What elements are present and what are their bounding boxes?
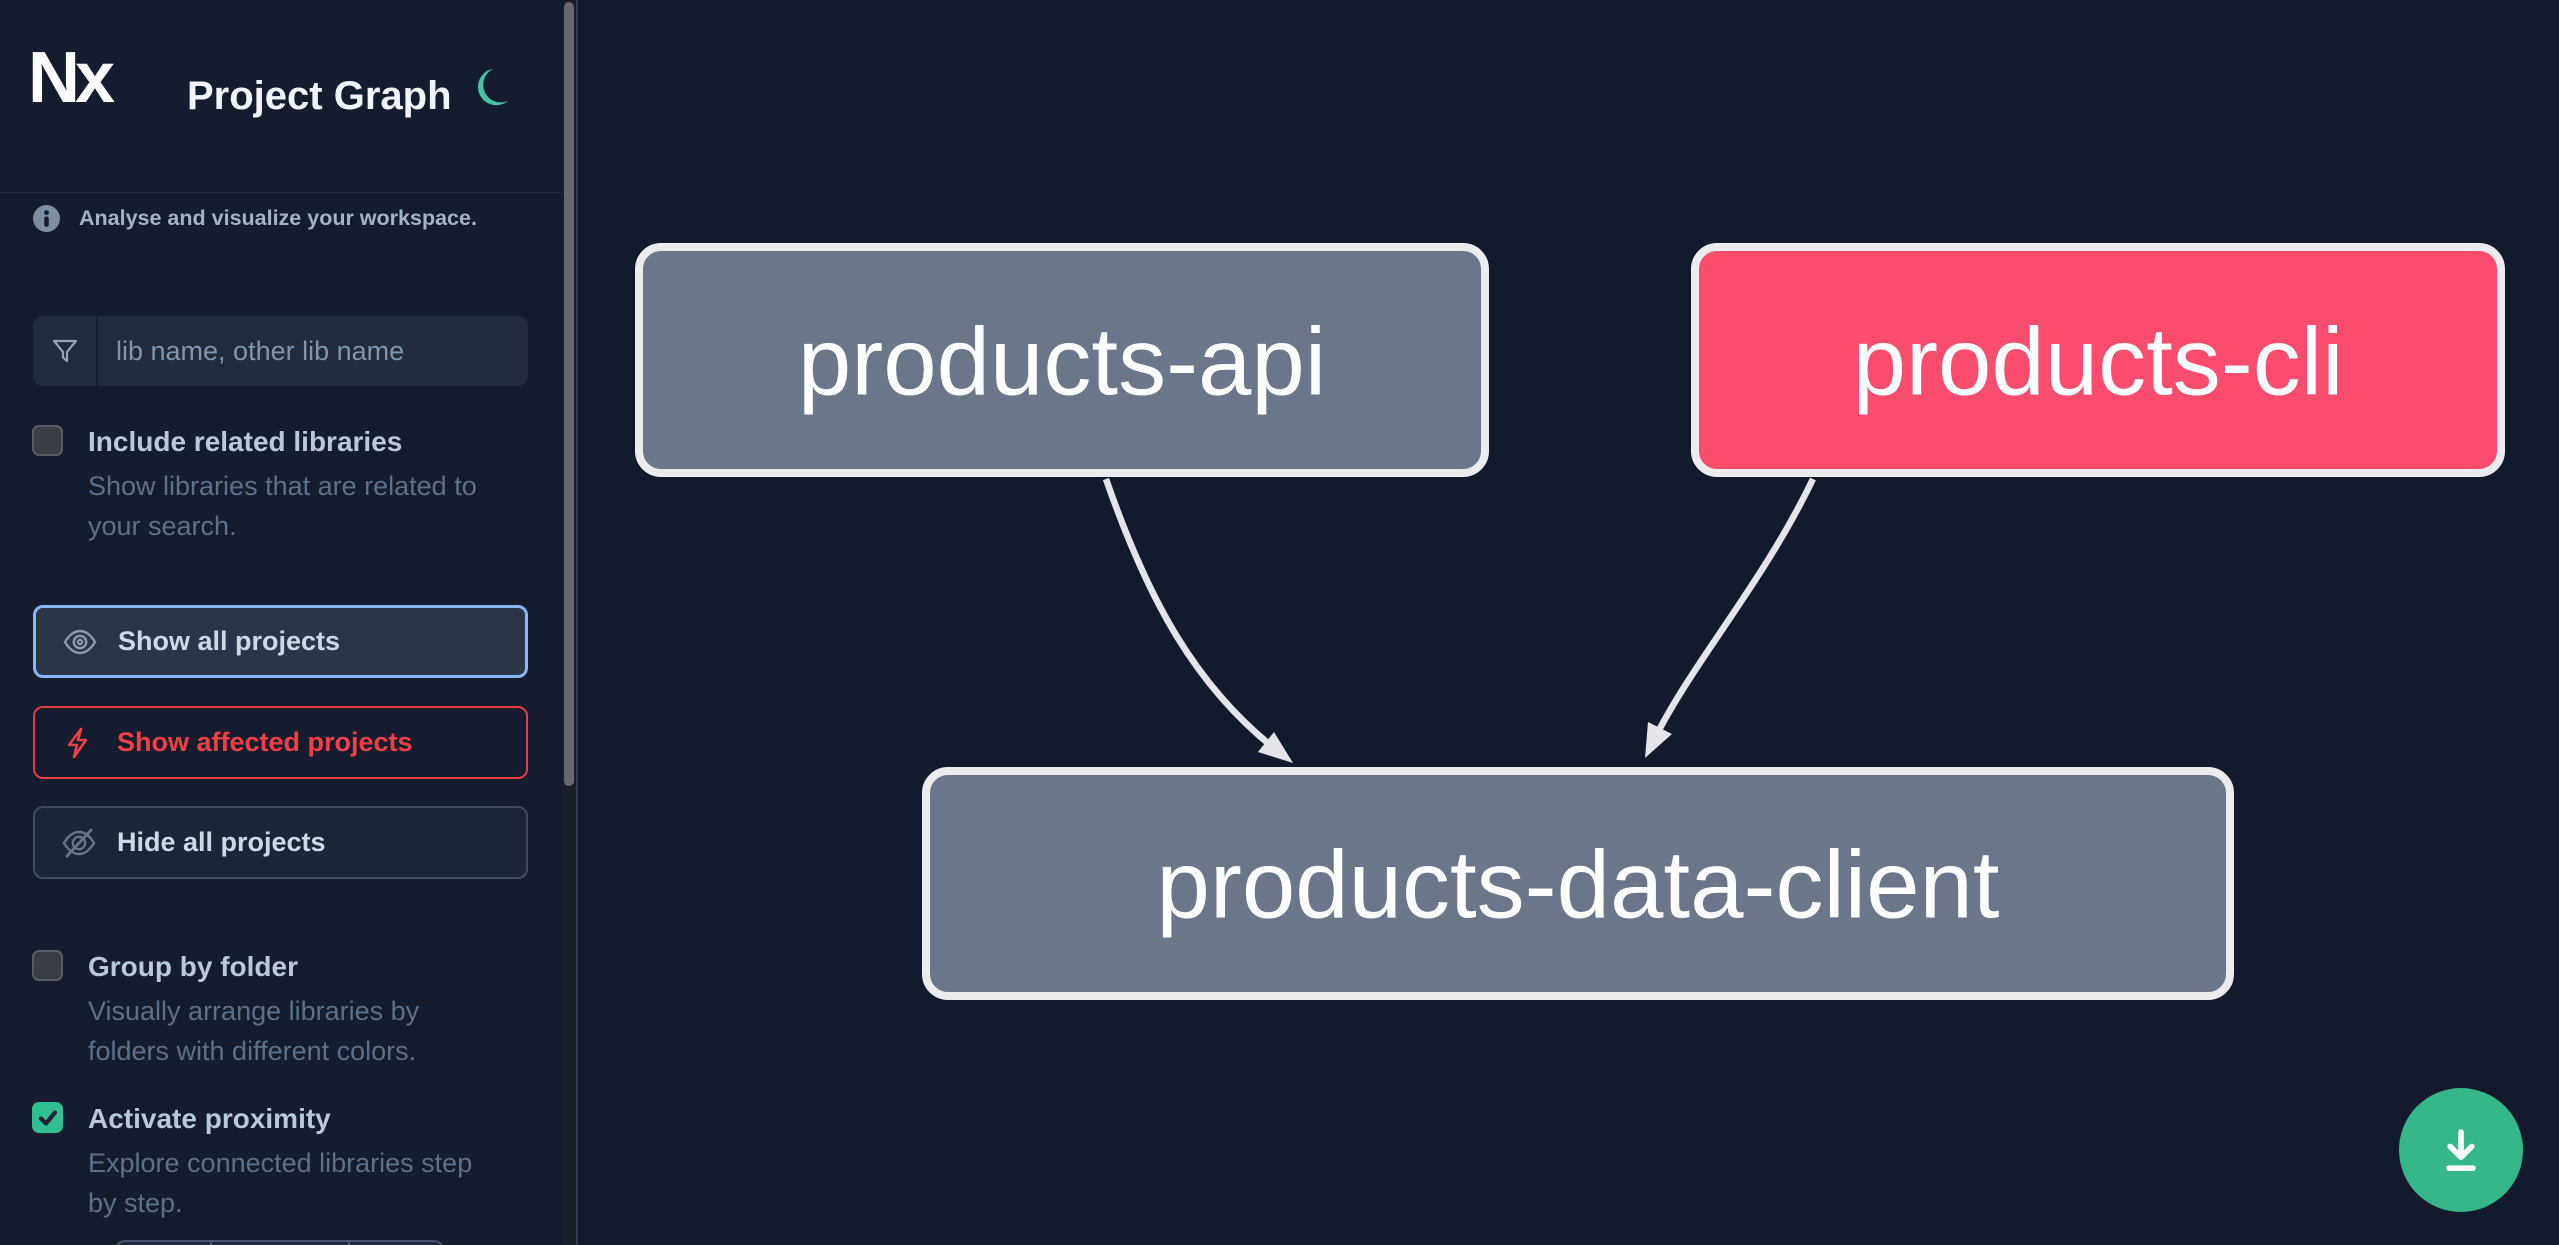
proximity-stepper[interactable] — [115, 1240, 444, 1245]
desc-line: Show libraries that are related to — [88, 471, 477, 501]
theme-toggle-button[interactable] — [466, 66, 510, 110]
tagline-text: Analyse and visualize your workspace. — [79, 206, 477, 230]
stepper-segment — [117, 1242, 212, 1245]
filter-funnel-icon — [52, 339, 77, 363]
button-label: Hide all projects — [117, 827, 326, 857]
search-input[interactable] — [98, 316, 528, 386]
toggle-label[interactable]: Group by folder — [88, 951, 298, 982]
bolt-icon — [67, 727, 88, 758]
node-products-api[interactable]: products-api — [635, 243, 1489, 477]
show-all-projects-button[interactable]: Show all projects — [33, 605, 528, 678]
info-icon — [33, 205, 60, 232]
desc-line: Explore connected libraries step — [88, 1148, 473, 1178]
sidebar-main-divider — [576, 0, 578, 1245]
button-label: Show all projects — [118, 626, 341, 656]
toggle-label[interactable]: Activate proximity — [88, 1103, 331, 1134]
checkbox-include-related[interactable] — [32, 425, 63, 456]
checkbox-activate-proximity[interactable] — [32, 1102, 63, 1133]
eye-off-icon — [62, 828, 96, 857]
moon-icon — [477, 68, 509, 106]
check-icon — [38, 1109, 57, 1126]
hide-all-projects-button[interactable]: Hide all projects — [33, 806, 528, 879]
node-label: products-api — [798, 309, 1326, 416]
sidebar-scrollbar-thumb[interactable] — [564, 2, 574, 786]
page-title: Project Graph — [187, 74, 452, 118]
toggle-description: Show libraries that are related to your … — [88, 466, 532, 546]
download-icon — [2446, 1129, 2476, 1171]
nx-logo: Nx — [28, 38, 115, 118]
download-image-button[interactable] — [2399, 1088, 2523, 1212]
sidebar-header: Nx Project Graph — [0, 0, 562, 193]
filter-icon-cell — [33, 316, 98, 386]
desc-line: folders with different colors. — [88, 1036, 417, 1066]
sidebar: Nx Project Graph Analyse and visualize y… — [0, 0, 562, 1245]
toggle-include-related: Include related libraries Show libraries… — [32, 425, 532, 546]
node-label: products-data-client — [1156, 832, 1999, 939]
stepper-segment — [212, 1242, 350, 1245]
node-products-cli[interactable]: products-cli — [1691, 243, 2505, 477]
checkbox-group-by-folder[interactable] — [32, 950, 63, 981]
desc-line: your search. — [88, 511, 237, 541]
toggle-group-by-folder: Group by folder Visually arrange librari… — [32, 950, 532, 1071]
eye-icon — [63, 629, 97, 654]
sidebar-scrollbar-track[interactable] — [562, 0, 576, 1245]
toggle-description: Visually arrange libraries by folders wi… — [88, 991, 532, 1071]
search-box — [33, 316, 528, 386]
tagline-row: Analyse and visualize your workspace. — [33, 204, 533, 232]
desc-line: Visually arrange libraries by — [88, 996, 420, 1026]
show-affected-projects-button[interactable]: Show affected projects — [33, 706, 528, 779]
button-label: Show affected projects — [117, 727, 413, 757]
node-products-data-client[interactable]: products-data-client — [922, 767, 2234, 1000]
desc-line: by step. — [88, 1188, 183, 1218]
graph-canvas[interactable] — [578, 0, 2559, 1245]
node-label: products-cli — [1853, 309, 2344, 416]
toggle-description: Explore connected libraries step by step… — [88, 1143, 532, 1223]
toggle-label[interactable]: Include related libraries — [88, 426, 403, 457]
toggle-activate-proximity: Activate proximity Explore connected lib… — [32, 1102, 532, 1223]
